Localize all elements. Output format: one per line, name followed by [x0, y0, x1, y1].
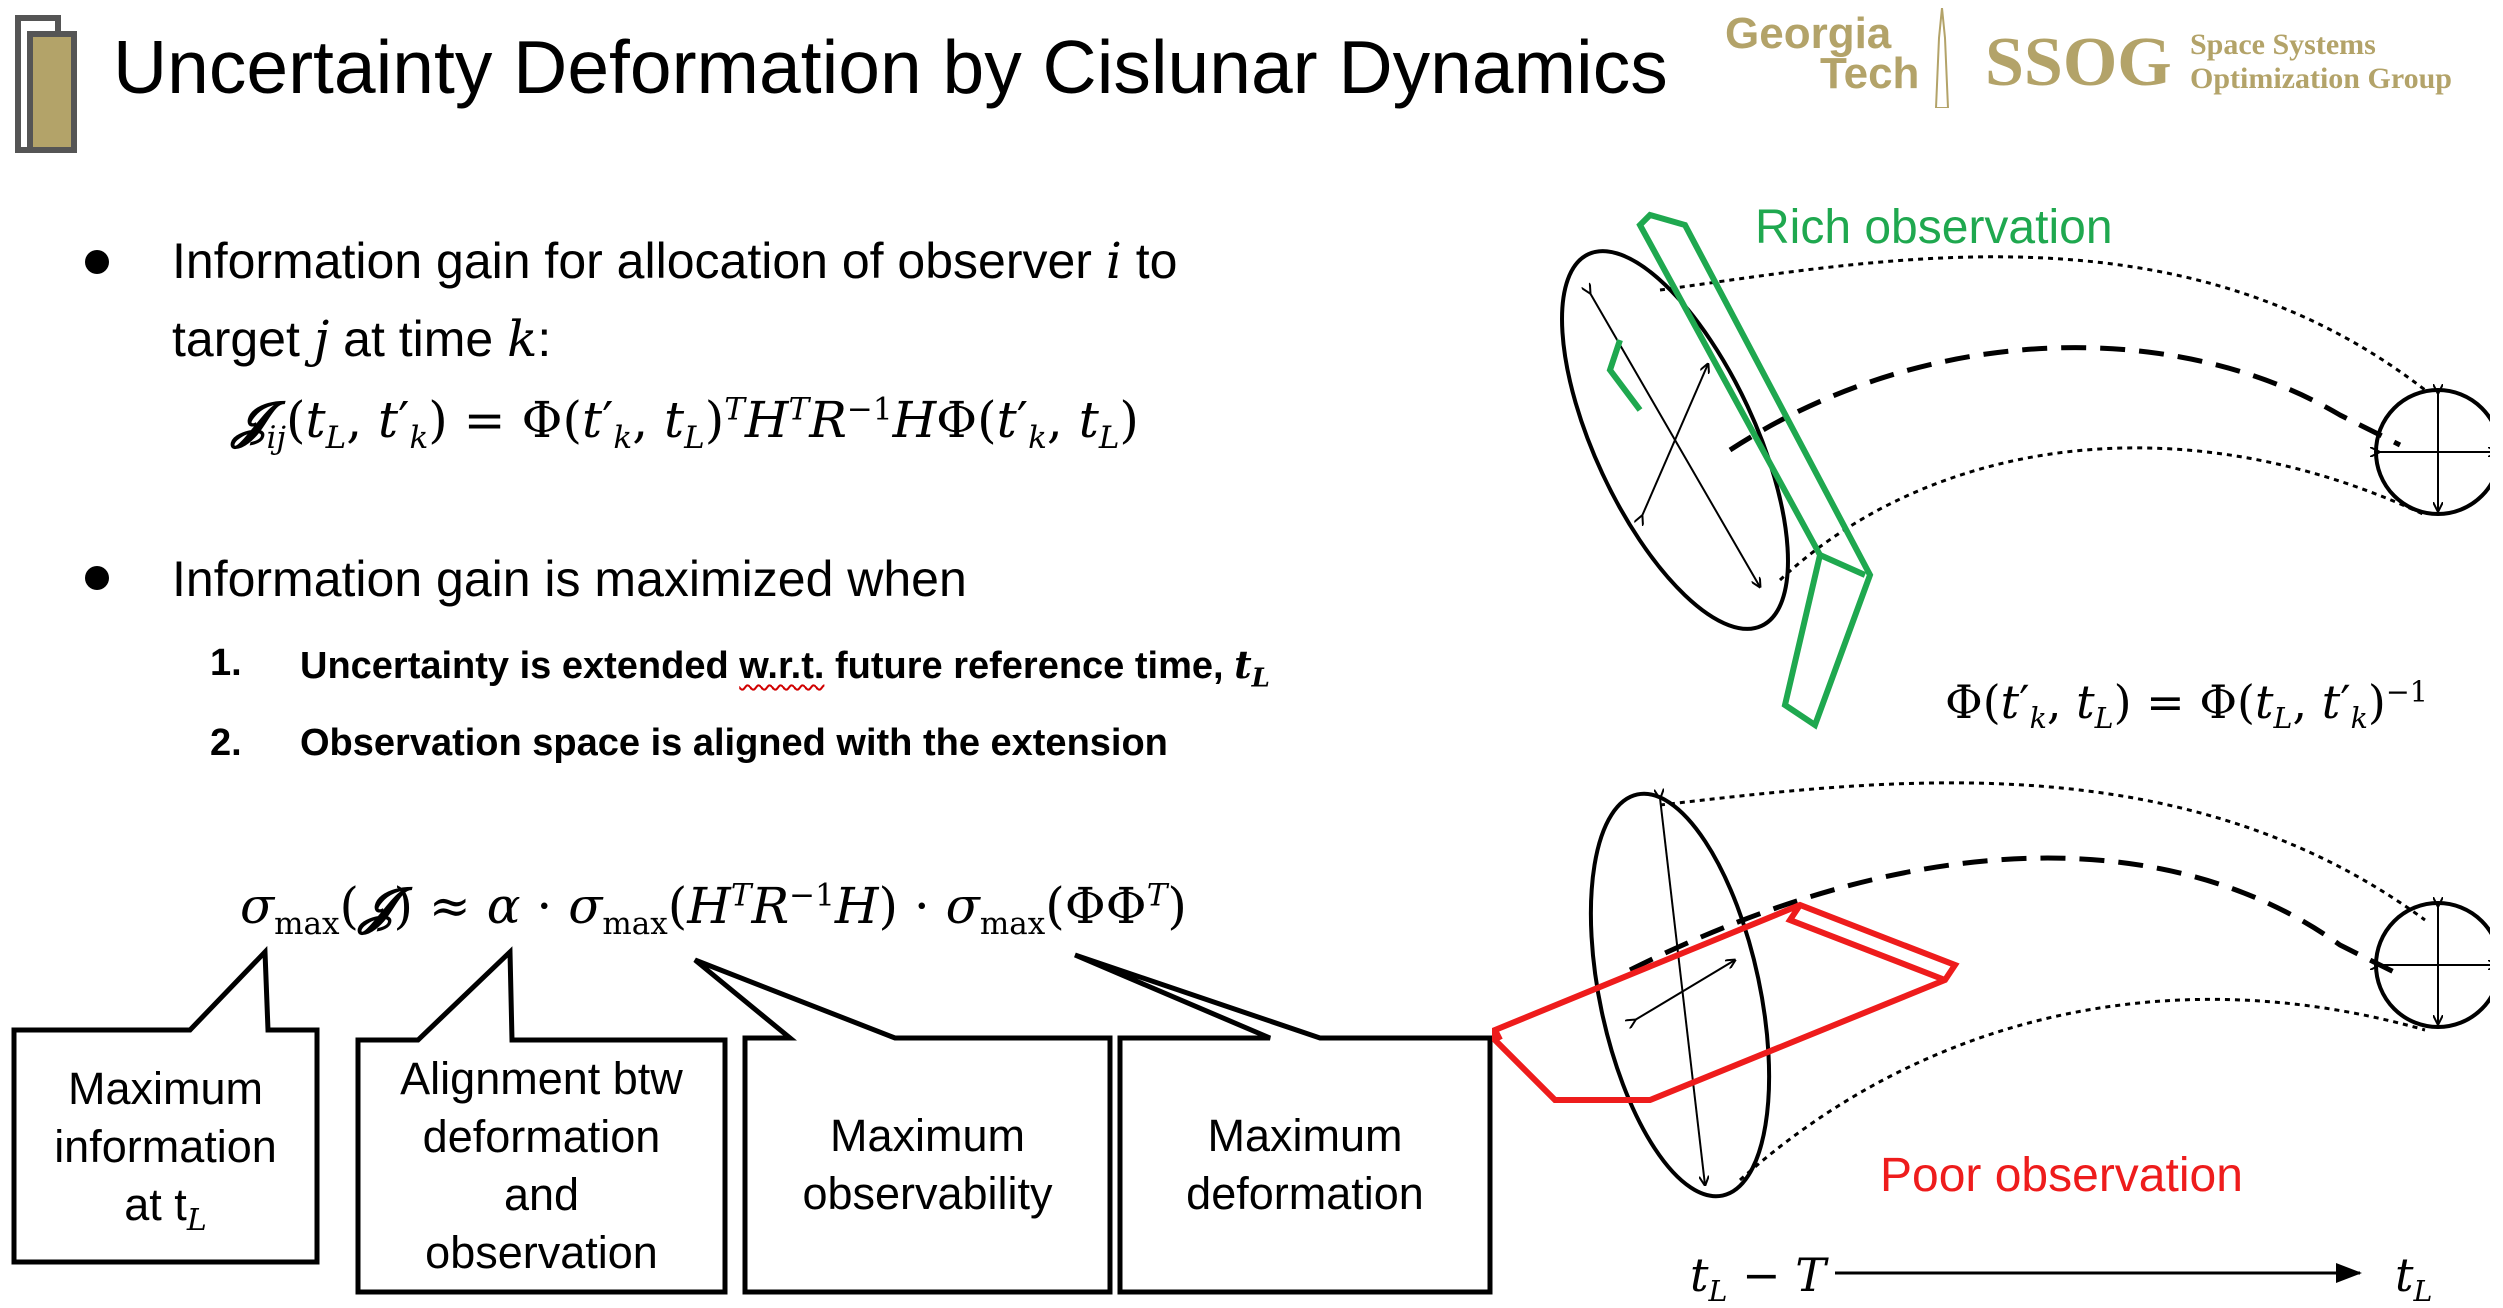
callout-4-text: Maximum deformation: [1120, 1107, 1490, 1223]
callout-4-line2: deformation: [1186, 1168, 1424, 1219]
bullet-1-text: Information gain for allocation of obser…: [172, 222, 1472, 378]
bullet-1-line1-end: to: [1121, 233, 1178, 289]
callout-2-line2: deformation: [422, 1111, 661, 1162]
bullet-2-text: Information gain is maximized when: [172, 551, 967, 607]
sub-item-1-b: future reference time,: [824, 645, 1235, 687]
sub-item-1: Uncertainty is extended w.r.t. future re…: [300, 642, 1270, 694]
deformation-diagram: [1492, 211, 2490, 1283]
time-start-label: tL − T: [1690, 1248, 1826, 1308]
callout-box-4: [1074, 952, 1493, 1295]
bullet-dot: [85, 250, 109, 274]
time-end-label: tL: [2395, 1248, 2433, 1308]
rich-observation-plane: [1636, 211, 1874, 730]
callout-box-1: [11, 946, 320, 1265]
callout-1-line2: information: [54, 1121, 277, 1172]
sub-item-1-a: Uncertainty is extended: [300, 645, 740, 687]
page-title: Uncertainty Deformation by Cislunar Dyna…: [113, 25, 1668, 109]
var-j: j: [313, 310, 330, 368]
poor-observation-plane: [1492, 901, 1960, 1103]
ssog-sub-line2: Optimization Group: [2190, 62, 2452, 95]
bullet-1-line2-mid: at time: [329, 311, 508, 367]
ssog-subtitle: Space Systems Optimization Group: [2190, 28, 2452, 96]
bullet-1-line2: target: [172, 311, 314, 367]
callout-2-line1: Alignment btw: [400, 1053, 683, 1104]
bullet-1-line2-end: :: [537, 311, 552, 367]
callout-1-line3: at t: [124, 1179, 187, 1230]
rich-observation-group: [1560, 211, 2490, 730]
sub-item-1-wavy: w.r.t.: [739, 645, 825, 687]
poor-observation-label: Poor observation: [1880, 1149, 2243, 1202]
callout-box-2: [355, 946, 728, 1295]
sub-item-number: 2.: [210, 722, 242, 764]
tech-tower-icon: [1930, 7, 1954, 113]
callout-1-text: Maximum information at tL: [14, 1060, 317, 1250]
poor-observation-group: [1492, 781, 2490, 1199]
envelope-bottom: [1778, 446, 2426, 582]
mean-trajectory: [1728, 345, 2402, 453]
callout-box-3: [693, 957, 1113, 1295]
title-bar-icon: [14, 14, 78, 154]
ssog-sub-line1: Space Systems: [2190, 28, 2376, 61]
callout-3-line1: Maximum: [829, 1110, 1025, 1161]
bullet-1-line1: Information gain for allocation of obser…: [172, 233, 1106, 289]
var-k: k: [507, 310, 538, 368]
bullet-dot: [85, 566, 109, 590]
callout-2-line4: observation: [425, 1227, 658, 1278]
callout-3-line2: observability: [802, 1168, 1053, 1219]
georgia-tech-logo: Georgia Tech: [1725, 9, 1920, 98]
callout-2-line3: and: [503, 1169, 580, 1220]
var-t: t: [1234, 642, 1252, 687]
callout-2-text: Alignment btw deformation and observatio…: [358, 1050, 725, 1282]
callout-3-text: Maximum observability: [745, 1107, 1110, 1223]
ssog-logo: SSOG: [1985, 24, 2172, 101]
callout-1-line1: Maximum: [67, 1063, 263, 1114]
callout-1-sub: L: [186, 1203, 207, 1238]
rich-observation-label: Rich observation: [1755, 201, 2113, 254]
info-gain-formula: 𝓙ij(tL, t′k) = Φ(t′k, tL)THTR−1HΦ(t′k, t…: [232, 390, 1139, 456]
logo-gt-line2: Tech: [1820, 49, 1920, 98]
var-t-sub: L: [1251, 663, 1270, 694]
callout-4-line1: Maximum: [1207, 1110, 1403, 1161]
sub-item-2: Observation space is aligned with the ex…: [300, 722, 1168, 764]
sigma-formula: σmax(𝓙) ≈ α · σmax(HTR−1H) · σmax(ΦΦT): [240, 876, 1187, 942]
inverse-formula: Φ(t′k, tL) = Φ(tL, t′k)−1: [1945, 675, 2428, 736]
var-i: i: [1105, 232, 1122, 290]
logo-gt-line1: Georgia: [1725, 9, 1892, 58]
sub-item-number: 1.: [210, 642, 242, 684]
envelope-top: [1659, 255, 2426, 392]
